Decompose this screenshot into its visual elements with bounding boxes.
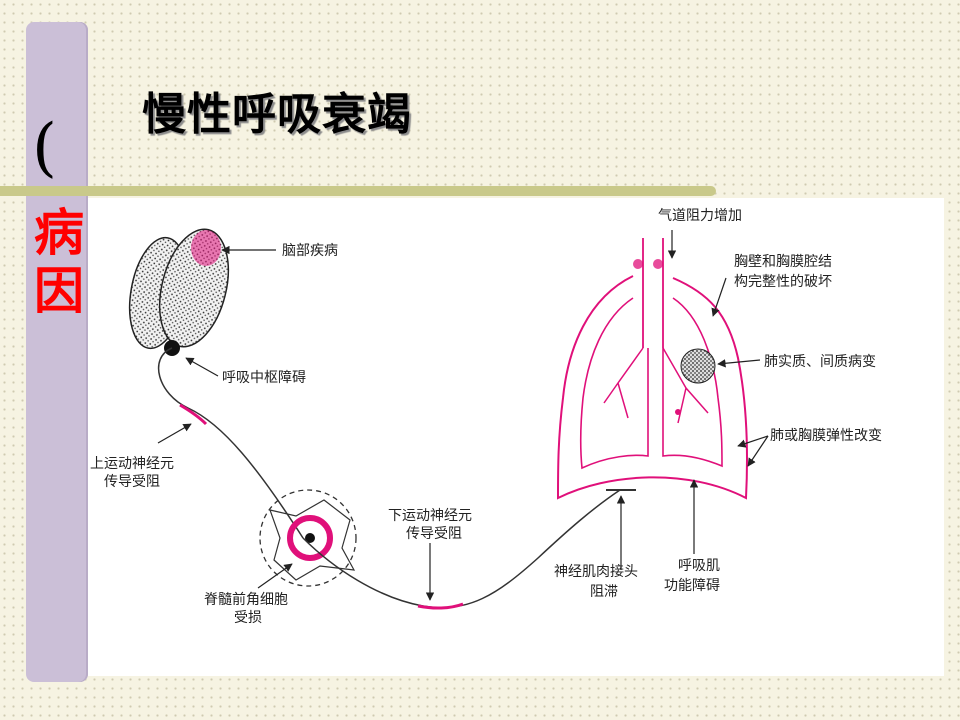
- label-nmj-2: 阻滞: [590, 584, 618, 600]
- brain-icon: [128, 228, 230, 356]
- slide-title: 慢性呼吸衰竭: [142, 89, 412, 140]
- side-bar: [26, 22, 88, 682]
- spinal-cord-icon: [259, 489, 357, 587]
- etiology-diagram: 脑部疾病 呼吸中枢障碍 上运动神经元 传导受阻 脊髓前角细胞 受损 下运动神经元…: [90, 208, 882, 626]
- upper-motor-lesion: [179, 403, 208, 426]
- upper-motor-nerve: [157, 347, 304, 539]
- label-nmj-1: 神经肌肉接头: [554, 563, 638, 580]
- label-upper-motor-2: 传导受阻: [104, 474, 160, 490]
- brain-lesion: [191, 230, 221, 266]
- lower-motor-lesion: [417, 602, 464, 610]
- lower-motor-nerve: [302, 489, 621, 609]
- label-upper-motor-1: 上运动神经元: [90, 456, 174, 472]
- label-resp-muscle-1: 呼吸肌: [678, 558, 720, 574]
- label-spinal-2: 受损: [234, 610, 262, 626]
- label-spinal-1: 脊髓前角细胞: [204, 591, 288, 608]
- side-label: 病因: [34, 204, 84, 320]
- label-parenchyma: 肺实质、间质病变: [764, 354, 876, 370]
- diagram-panel: 脑部疾病 呼吸中枢障碍 上运动神经元 传导受阻 脊髓前角细胞 受损 下运动神经元…: [88, 198, 944, 676]
- pointer-lines: [157, 230, 769, 601]
- label-elasticity: 肺或胸膜弹性改变: [770, 428, 882, 444]
- horizontal-rule: [0, 186, 716, 196]
- label-lower-motor-1: 下运动神经元: [388, 508, 472, 524]
- lungs-icon: [556, 238, 749, 500]
- label-airway: 气道阻力增加: [658, 208, 742, 224]
- label-resp-center: 呼吸中枢障碍: [222, 370, 306, 386]
- label-lower-motor-2: 传导受阻: [406, 526, 462, 542]
- label-resp-muscle-2: 功能障碍: [664, 578, 720, 594]
- side-parenthesis: (: [32, 111, 57, 185]
- label-chest-wall-1: 胸壁和胸膜腔结: [734, 254, 832, 270]
- label-chest-wall-2: 构完整性的破坏: [734, 274, 832, 290]
- label-brain-disease: 脑部疾病: [282, 243, 338, 259]
